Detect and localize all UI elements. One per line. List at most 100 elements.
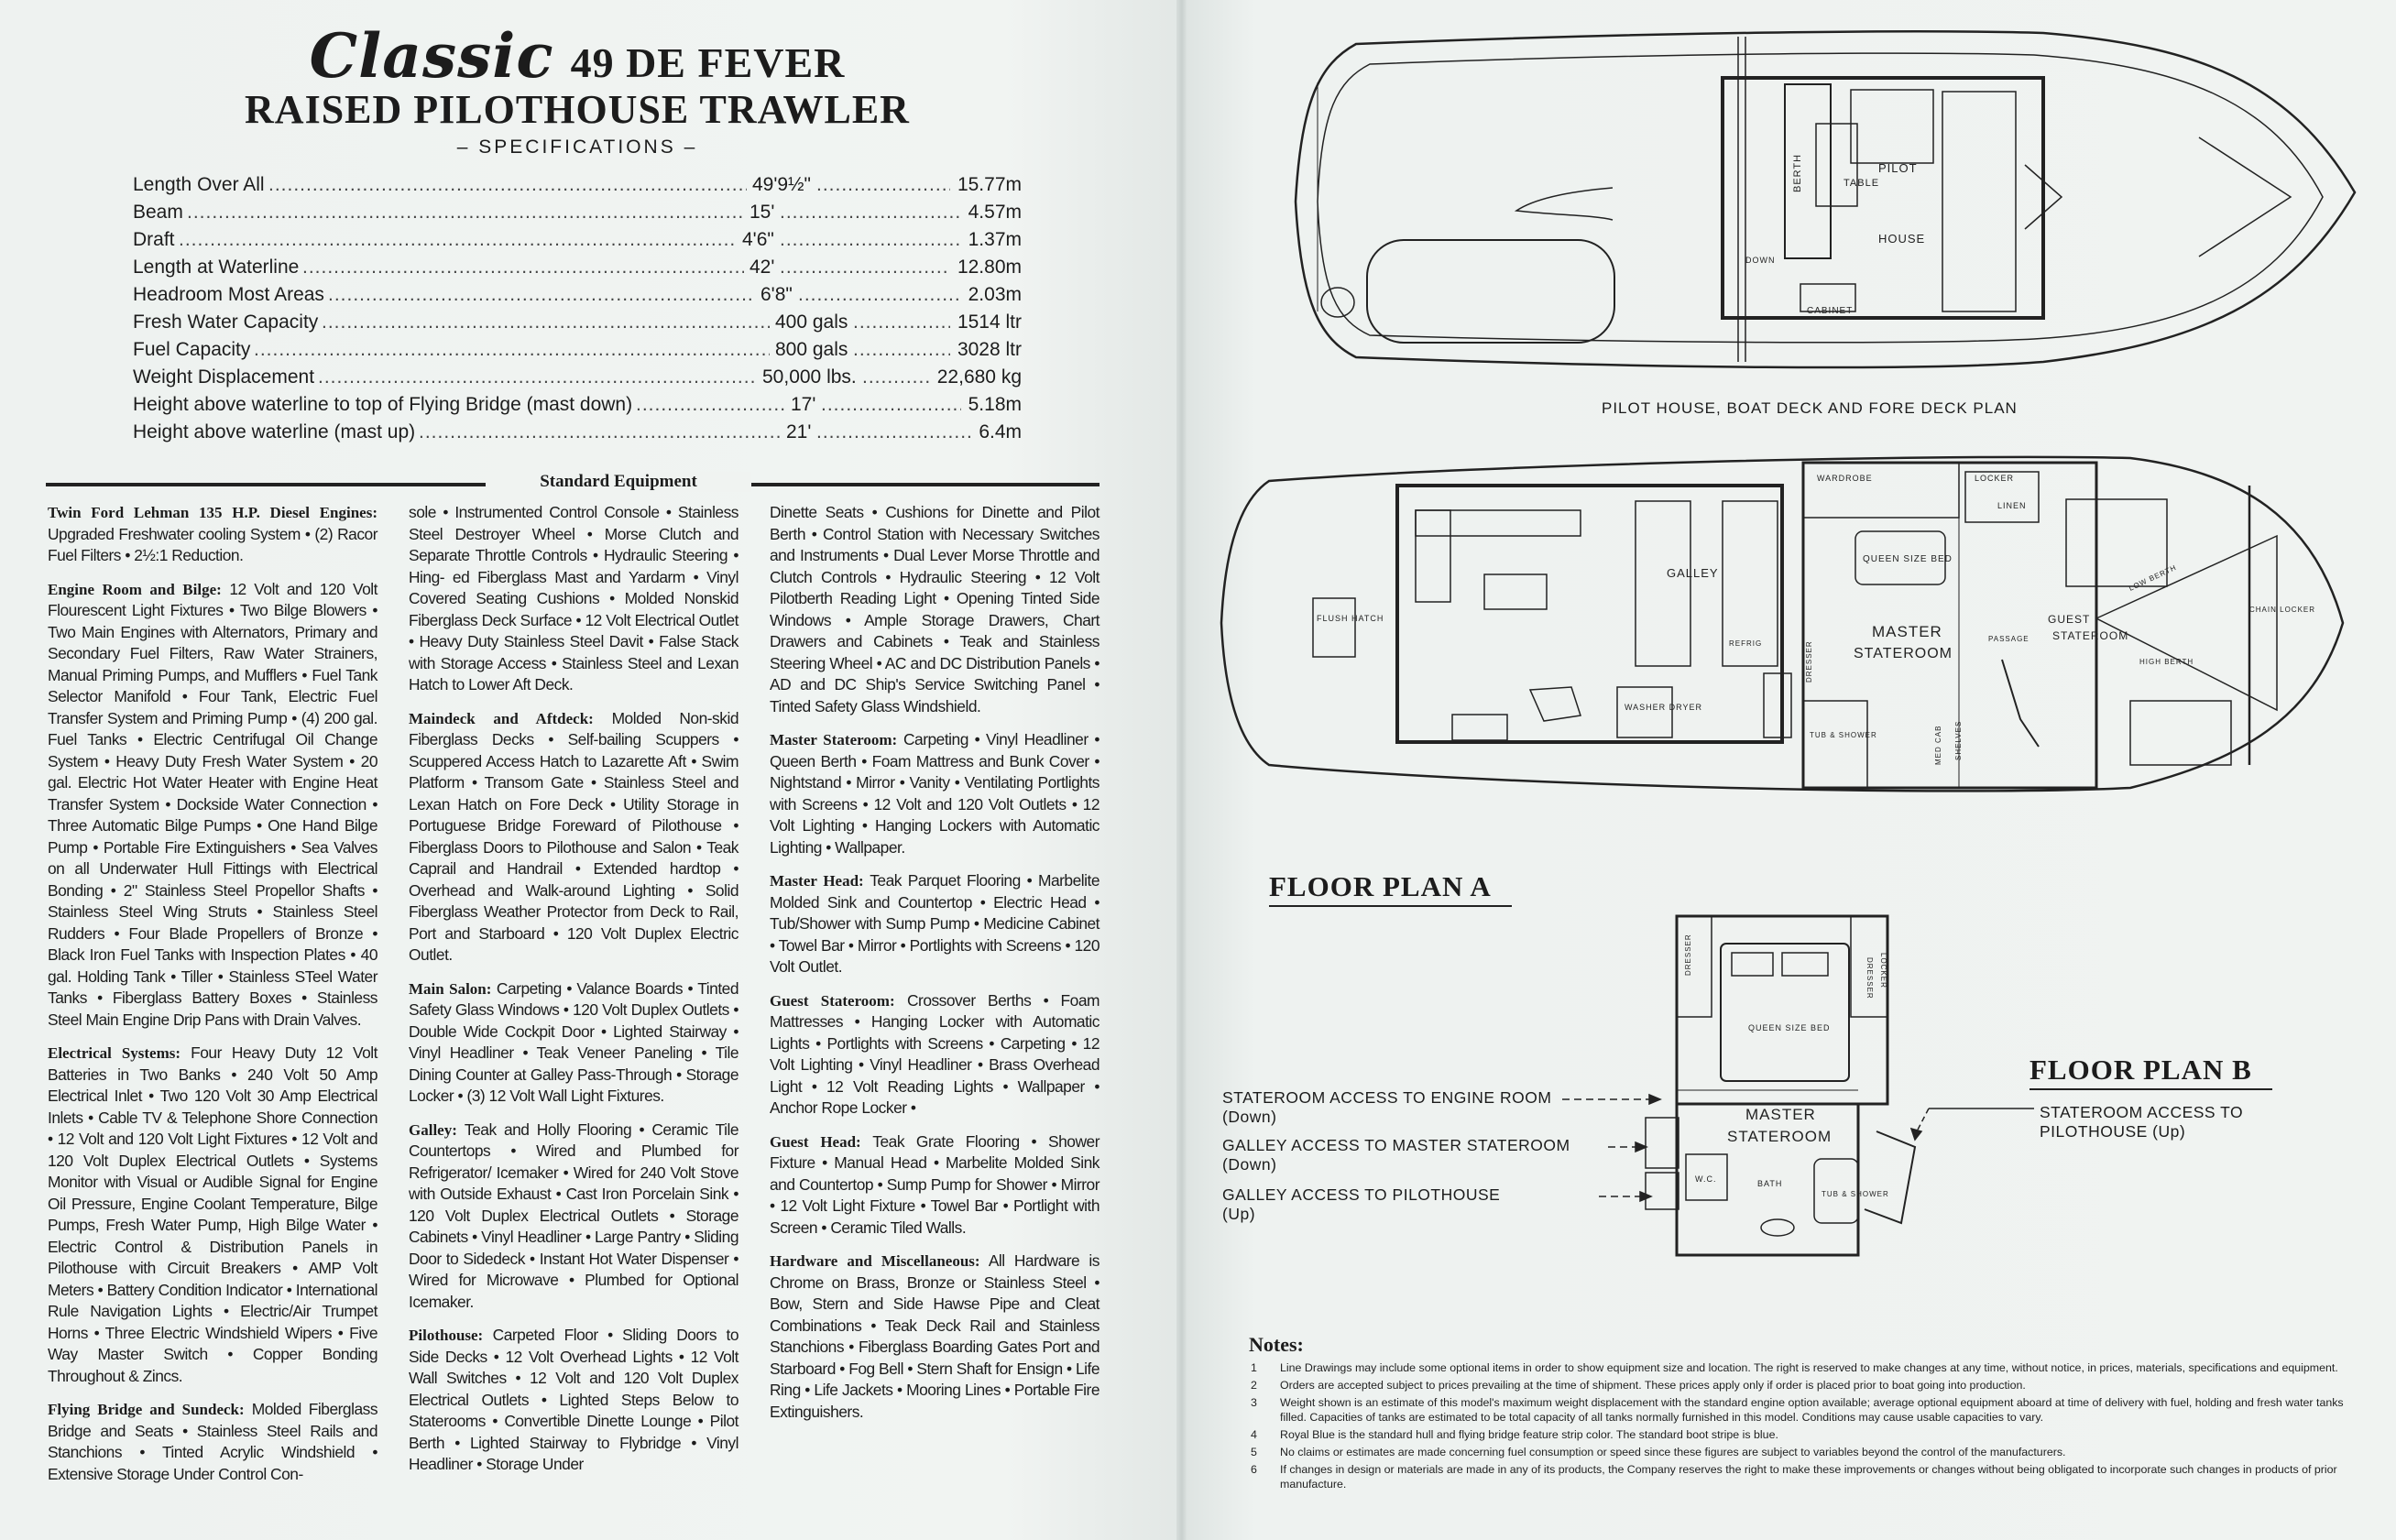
spec-row: Fresh Water Capacity....................… bbox=[133, 311, 1022, 339]
label-washer-dryer: WASHER DRYER bbox=[1625, 703, 1702, 712]
floor-plan-a-text: FLOOR PLAN A bbox=[1269, 870, 1492, 902]
spec-imperial-value: 50,000 lbs. bbox=[762, 366, 857, 388]
equipment-items: Crossover Berths • Foam Mattresses • Han… bbox=[770, 990, 1100, 1118]
spec-row: Beam....................................… bbox=[133, 202, 1022, 229]
spec-row: Weight Displacement.....................… bbox=[133, 366, 1022, 394]
label-flush-hatch: FLUSH HATCH bbox=[1317, 614, 1384, 623]
label-berth: BERTH bbox=[1792, 154, 1803, 192]
label-queen-bed: QUEEN SIZE BED bbox=[1863, 554, 1953, 564]
model-name: 49 DE FEVER bbox=[570, 39, 846, 86]
equipment-paragraph: Guest Stateroom: Crossover Berths • Foam… bbox=[770, 990, 1100, 1120]
spec-row: Height above waterline (mast up)........… bbox=[133, 421, 1022, 449]
access-pilothouse-line1: GALLEY ACCESS TO PILOTHOUSE bbox=[1222, 1185, 1501, 1204]
equipment-paragraph: sole • Instrumented Control Console • St… bbox=[409, 502, 739, 696]
note-number: 4 bbox=[1251, 1428, 1257, 1441]
spec-leader-dots: ........................................… bbox=[318, 366, 757, 388]
label-house: HOUSE bbox=[1878, 232, 1925, 246]
spec-leader-dots: ........................................… bbox=[798, 284, 961, 305]
equipment-items: Upgraded Freshwater cooling System • (2)… bbox=[48, 524, 378, 565]
specifications-table: Length Over All.........................… bbox=[133, 174, 1022, 449]
equipment-category: Master Stateroom: bbox=[770, 731, 898, 748]
equipment-items: Carpeting • Valance Boards • Tinted Safe… bbox=[409, 978, 739, 1106]
label-refrig: REFRIG bbox=[1729, 639, 1762, 648]
spec-imperial-value: 42' bbox=[749, 257, 775, 278]
floor-plan-a-title: FLOOR PLAN A bbox=[1269, 870, 1512, 907]
label-tub-shower: TUB & SHOWER bbox=[1810, 731, 1877, 739]
spec-metric-value: 12.80m bbox=[957, 257, 1022, 278]
standard-equipment-heading: Standard Equipment bbox=[486, 472, 751, 492]
page-fold bbox=[1176, 0, 1187, 1540]
label-locker: LOCKER bbox=[1975, 474, 2014, 483]
spec-leader-dots: ........................................… bbox=[268, 174, 747, 195]
access-b-line1: STATEROOM ACCESS TO bbox=[2040, 1103, 2244, 1121]
equipment-paragraph: Hardware and Miscellaneous: All Hardware… bbox=[770, 1251, 1100, 1423]
main-deck-plan: FLUSH HATCH GALLEY WASHER DRYER REFRIG W… bbox=[1220, 455, 2345, 792]
spec-label: Height above waterline (mast up) bbox=[133, 421, 416, 442]
note-number: 2 bbox=[1251, 1379, 1257, 1392]
access-label-master-stateroom: GALLEY ACCESS TO MASTER STATEROOM(Down) bbox=[1222, 1136, 1570, 1174]
fp-label-wc: W.C. bbox=[1695, 1174, 1717, 1184]
floor-plan-b-underline bbox=[2029, 1088, 2272, 1090]
equipment-paragraph: Engine Room and Bilge: 12 Volt and 120 V… bbox=[48, 579, 378, 1032]
spec-leader-dots: ........................................… bbox=[636, 394, 785, 415]
access-engine-line1: STATEROOM ACCESS TO ENGINE ROOM bbox=[1222, 1088, 1552, 1107]
spec-leader-dots: ........................................… bbox=[187, 202, 744, 223]
header-rule-right bbox=[751, 483, 1100, 486]
label-cabinet: CABINET bbox=[1807, 306, 1853, 316]
spec-leader-dots: ........................................… bbox=[780, 257, 950, 278]
equipment-category: Engine Room and Bilge: bbox=[48, 580, 222, 598]
equipment-paragraph: Main Salon: Carpeting • Valance Boards •… bbox=[409, 978, 739, 1108]
access-label-pilothouse: GALLEY ACCESS TO PILOTHOUSE(Up) bbox=[1222, 1185, 1500, 1224]
floor-plan-b-text: FLOOR PLAN B bbox=[2029, 1054, 2252, 1086]
spec-leader-dots: ........................................… bbox=[254, 339, 770, 360]
equipment-paragraph: Master Stateroom: Carpeting • Vinyl Head… bbox=[770, 729, 1100, 858]
equipment-items: Four Heavy Duty 12 Volt Batteries in Two… bbox=[48, 1043, 378, 1385]
label-med-cab: MED CAB bbox=[1934, 726, 1942, 765]
spec-metric-value: 1514 ltr bbox=[957, 311, 1022, 333]
equipment-items: 12 Volt and 120 Volt Flourescent Light F… bbox=[48, 579, 378, 1029]
spec-label: Length Over All bbox=[133, 174, 265, 195]
label-table: TABLE bbox=[1843, 178, 1879, 189]
equipment-category: Guest Stateroom: bbox=[770, 991, 895, 1010]
spec-leader-dots: ........................................… bbox=[302, 257, 744, 278]
access-arrows bbox=[1562, 1093, 2034, 1203]
spec-imperial-value: 49'9½" bbox=[752, 174, 812, 195]
spec-metric-value: 15.77m bbox=[957, 174, 1022, 195]
equipment-items: Molded Non-skid Fiberglass Decks • Self-… bbox=[409, 708, 739, 965]
equipment-category: Main Salon: bbox=[409, 979, 492, 998]
spec-metric-value: 3028 ltr bbox=[957, 339, 1022, 360]
equipment-category: Twin Ford Lehman 135 H.P. Diesel Engines… bbox=[48, 504, 377, 521]
specifications-label: – SPECIFICATIONS – bbox=[456, 137, 698, 158]
spec-label: Beam bbox=[133, 202, 183, 223]
access-label-engine-room: STATEROOM ACCESS TO ENGINE ROOM(Down) bbox=[1222, 1088, 1551, 1127]
notes-heading: Notes: bbox=[1249, 1333, 1304, 1356]
equipment-items: Dinette Seats • Cushions for Dinette and… bbox=[770, 503, 1100, 715]
spec-label: Fuel Capacity bbox=[133, 339, 251, 360]
header-rule-left bbox=[46, 483, 486, 486]
equipment-paragraph: Flying Bridge and Sundeck: Molded Fiberg… bbox=[48, 1399, 378, 1485]
access-b-line2: PILOTHOUSE (Up) bbox=[2040, 1122, 2186, 1141]
equipment-items: Carpeted Floor • Sliding Doors to Side D… bbox=[409, 1326, 739, 1473]
label-guest-stateroom: STATEROOM bbox=[2052, 629, 2128, 642]
spec-imperial-value: 15' bbox=[749, 202, 775, 223]
access-master-line1: GALLEY ACCESS TO MASTER STATEROOM bbox=[1222, 1136, 1570, 1154]
spec-label: Weight Displacement bbox=[133, 366, 315, 388]
spec-leader-dots: ........................................… bbox=[816, 421, 971, 442]
access-master-line2: (Down) bbox=[1222, 1155, 1277, 1174]
equipment-items: Teak and Holly Flooring • Ceramic Tile C… bbox=[409, 1120, 739, 1311]
label-wardrobe: WARDROBE bbox=[1817, 474, 1873, 483]
fp-label-tub-shower: TUB & SHOWER bbox=[1822, 1190, 1889, 1198]
note-text: No claims or estimates are made concerni… bbox=[1280, 1446, 2066, 1458]
note-number: 1 bbox=[1251, 1361, 1257, 1374]
label-guest: GUEST bbox=[2048, 613, 2090, 626]
note-number: 3 bbox=[1251, 1396, 1257, 1409]
spec-row: Fuel Capacity...........................… bbox=[133, 339, 1022, 366]
